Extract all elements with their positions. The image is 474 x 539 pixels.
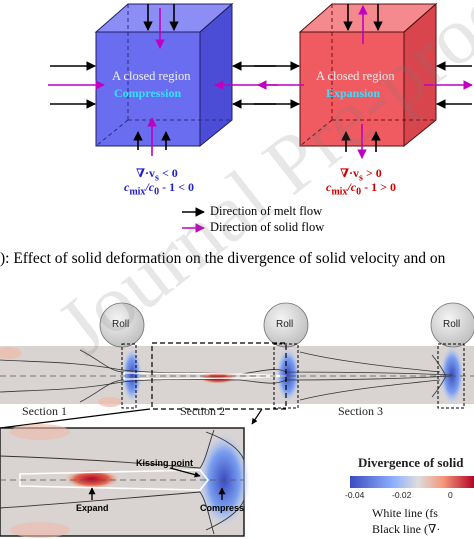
inset-connector	[0, 408, 263, 429]
inset-zoom	[0, 424, 250, 538]
strip-simulation	[0, 302, 474, 410]
colorbar-title: Divergence of solid	[358, 455, 464, 470]
expansion-arrows	[254, 4, 473, 159]
solid-flow-legend: Direction of solid flow	[210, 220, 325, 234]
colorbar	[350, 476, 474, 488]
right-cube-mode: Expansion	[326, 86, 381, 100]
left-c-equation: cmix/c0 - 1 < 0	[124, 180, 194, 198]
compress-label: Compress	[200, 503, 245, 513]
expand-label: Expand	[76, 503, 109, 513]
colorbar-tick-2: -0.02	[392, 490, 412, 500]
right-cube-title: A closed region	[316, 69, 395, 83]
melt-flow-legend: Direction of melt flow	[210, 204, 323, 218]
roll-label-2: Roll	[276, 319, 294, 330]
figure-caption: ): Effect of solid deformation on the di…	[0, 250, 446, 267]
roll-label-1: Roll	[112, 319, 130, 330]
section-2-label: Section 2	[180, 404, 225, 418]
right-div-equation: ∇·vs > 0	[340, 166, 382, 184]
left-cube-title: A closed region	[112, 69, 191, 83]
expansion-cube	[298, 2, 438, 148]
flow-legend-arrows	[182, 207, 205, 233]
right-c-equation: cmix/c0 - 1 > 0	[326, 180, 396, 198]
colorbar-tick-3: 0	[448, 490, 453, 500]
left-cube-mode: Compression	[114, 86, 182, 100]
colorbar-tick-1: -0.04	[345, 490, 365, 500]
black-line-legend: Black line (∇·	[372, 522, 441, 536]
section-1-label: Section 1	[22, 404, 67, 418]
left-div-equation: ∇·vs < 0	[136, 166, 178, 184]
roll-label-3: Roll	[443, 319, 461, 330]
compression-cube	[94, 2, 234, 148]
kissing-point-label: Kissing point	[136, 458, 193, 468]
white-line-legend: White line (fs	[372, 506, 438, 520]
section-3-label: Section 3	[338, 404, 383, 418]
